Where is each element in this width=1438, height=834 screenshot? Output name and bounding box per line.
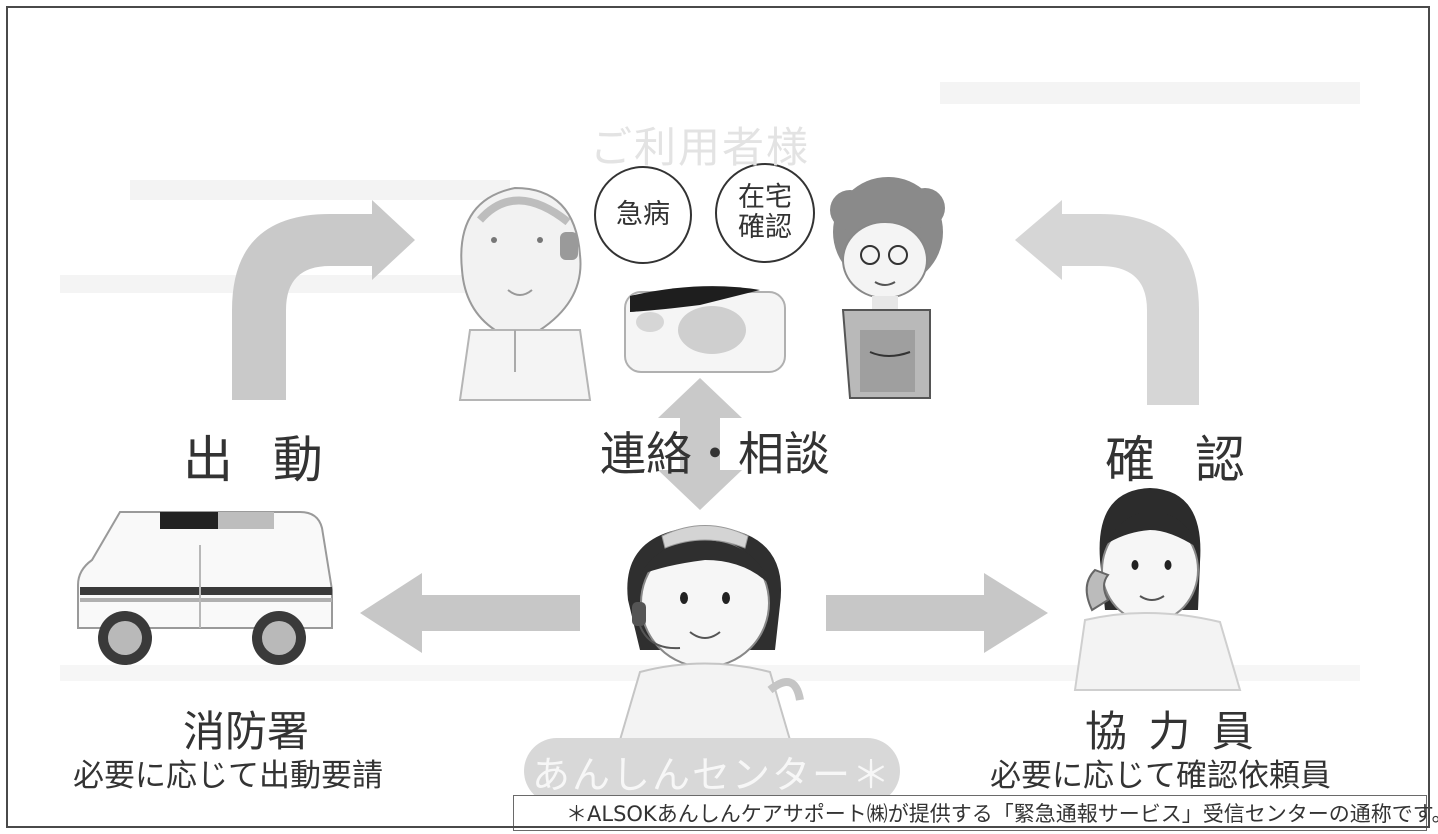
label-cooperator: 協 力 員 [1085, 707, 1258, 756]
label-dispatch: 出 動 [183, 431, 335, 489]
vertical-double-arrow [658, 378, 742, 510]
footnote: ＊ALSOKあんしんケアサポート㈱が提供する「緊急通報サービス」受信センターの通… [513, 795, 1438, 831]
label-fire-station-sub: 必要に応じて出動要請 [73, 758, 383, 794]
emergency-alarm-device-icon [624, 286, 786, 373]
circle-label-emergency: 急病 [616, 199, 670, 230]
left-curve-arrow [232, 200, 415, 400]
operator-headset-icon [618, 525, 804, 741]
circle-emergency [594, 166, 692, 264]
ghost-text-band [130, 180, 510, 200]
phone-caller-icon [1073, 488, 1242, 691]
ambulance-icon [77, 511, 333, 665]
outer-border [6, 6, 1430, 828]
user-title: ご利用者様 [590, 123, 811, 172]
elderly-man-icon [458, 186, 592, 401]
label-anshin-center: あんしんセンター＊ [524, 738, 900, 804]
label-contact-consult: 連絡・相談 [600, 427, 830, 481]
left-horizontal-arrow [360, 573, 580, 653]
label-confirm: 確 認 [1105, 431, 1257, 489]
circle-home-check [715, 163, 815, 263]
circle-label-home-check: 在宅 確認 [738, 182, 792, 243]
label-fire-station: 消防署 [183, 707, 310, 756]
ghost-text-band [940, 82, 1360, 104]
label-cooperator-sub: 必要に応じて確認依頼員 [990, 758, 1331, 794]
elderly-woman-icon [830, 177, 945, 399]
right-curve-arrow [1015, 200, 1199, 405]
right-horizontal-arrow [826, 573, 1048, 653]
